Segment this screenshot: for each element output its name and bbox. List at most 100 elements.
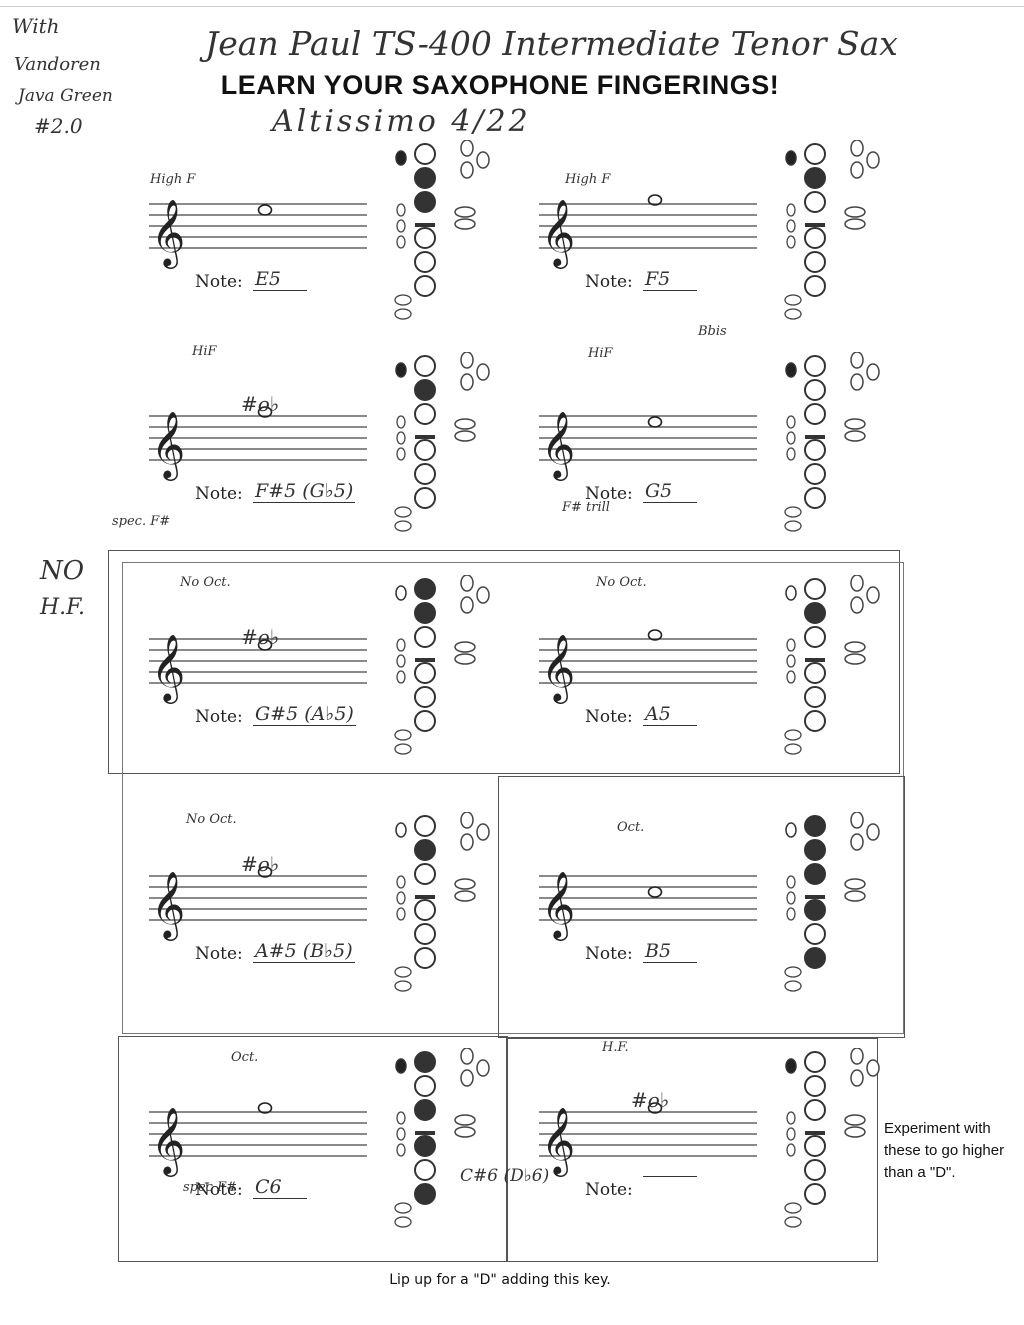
note-value: F#5 (G♭5) (253, 480, 356, 503)
side-key (454, 641, 476, 653)
note-head (647, 194, 663, 206)
side-key (786, 447, 796, 461)
staff (539, 875, 757, 921)
octave-key (785, 585, 797, 601)
side-key (454, 418, 476, 430)
side-key (786, 219, 796, 233)
finger-key (804, 1159, 826, 1181)
finger-key (414, 710, 436, 732)
low-key (394, 966, 412, 978)
finger-key (414, 403, 436, 425)
side-key (396, 654, 406, 668)
staff (539, 638, 757, 684)
finger-key (414, 275, 436, 297)
side-key (396, 203, 406, 217)
note-value: G#5 (A♭5) (253, 703, 356, 726)
fingering-cell: 𝄞Note:F5 (535, 140, 915, 340)
fingering-annotation: HiF (588, 346, 613, 361)
palm-key (460, 575, 474, 592)
finger-key (414, 355, 436, 377)
palm-key (460, 812, 474, 829)
finger-key (804, 463, 826, 485)
hand-divider (415, 658, 435, 662)
key-diagram (784, 1048, 880, 1228)
printed-title: LEARN YOUR SAXOPHONE FINGERINGS! (220, 70, 780, 100)
palm-key (476, 363, 490, 381)
side-key (396, 219, 406, 233)
accidental-mark: #o♭ (241, 852, 280, 876)
palm-key (866, 151, 880, 169)
palm-key (460, 161, 474, 179)
fingering-annotation: H.F. (602, 1040, 629, 1055)
staff (149, 203, 367, 249)
low-key (394, 743, 412, 755)
low-key (784, 308, 802, 320)
finger-key (804, 686, 826, 708)
note-head (647, 886, 663, 898)
low-key (784, 506, 802, 518)
octave-key (785, 1058, 797, 1074)
finger-key (414, 487, 436, 509)
note-label: Note: (195, 944, 243, 964)
key-diagram (394, 812, 490, 992)
note-label: Note: (195, 272, 243, 292)
side-key (844, 890, 866, 902)
finger-key (804, 379, 826, 401)
hand-divider (805, 895, 825, 899)
palm-key (866, 363, 880, 381)
low-key (784, 1202, 802, 1214)
side-key (786, 1111, 796, 1125)
side-key (454, 206, 476, 218)
finger-key (414, 602, 436, 624)
staff (539, 203, 757, 249)
group-box-c6 (118, 1036, 508, 1262)
side-key (786, 203, 796, 217)
finger-key (804, 1075, 826, 1097)
palm-key (460, 1048, 474, 1065)
fingering-cell: 𝄞Note:G5 (535, 352, 915, 552)
note-head (647, 629, 663, 641)
finger-key (414, 251, 436, 273)
fingering-annotation: Oct. (231, 1050, 259, 1065)
staff (539, 415, 757, 461)
fingering-graphic: 𝄞 (149, 1048, 490, 1228)
fingering-graphic: 𝄞 (539, 575, 880, 755)
group-box-cs6 (506, 1038, 878, 1262)
finger-key (804, 899, 826, 921)
finger-key (804, 662, 826, 684)
side-key (396, 1127, 406, 1141)
finger-key (804, 275, 826, 297)
low-key (784, 729, 802, 741)
fingering-cell: 𝄞#o♭Note:A#5 (B♭5) (145, 812, 525, 1012)
finger-key (414, 439, 436, 461)
finger-key (414, 1183, 436, 1205)
low-key (394, 729, 412, 741)
fingering-cell: 𝄞Note:A5 (535, 575, 915, 775)
fingering-annotation: No Oct. (186, 812, 237, 827)
palm-key (460, 373, 474, 391)
finger-key (414, 1135, 436, 1157)
fingering-annotation: C#6 (D♭6) (460, 1166, 550, 1186)
low-key (784, 966, 802, 978)
palm-key (476, 586, 490, 604)
fingering-graphic: 𝄞 (539, 140, 880, 320)
low-key (784, 980, 802, 992)
finger-key (414, 167, 436, 189)
finger-key (804, 626, 826, 648)
fingering-graphic: 𝄞 (539, 1048, 880, 1228)
key-diagram (394, 575, 490, 755)
top-left-line-3: Java Green (18, 86, 113, 106)
note-value: F5 (643, 268, 697, 291)
fingering-graphic: 𝄞 (149, 575, 490, 755)
side-key (844, 206, 866, 218)
side-key (454, 890, 476, 902)
finger-key (414, 578, 436, 600)
side-key (844, 641, 866, 653)
finger-key (804, 251, 826, 273)
finger-key (804, 710, 826, 732)
finger-key (804, 839, 826, 861)
side-key (786, 875, 796, 889)
fingering-graphic: 𝄞 (149, 352, 490, 532)
fingering-cell: 𝄞#o♭Note:G#5 (A♭5) (145, 575, 525, 775)
staff (149, 875, 367, 921)
